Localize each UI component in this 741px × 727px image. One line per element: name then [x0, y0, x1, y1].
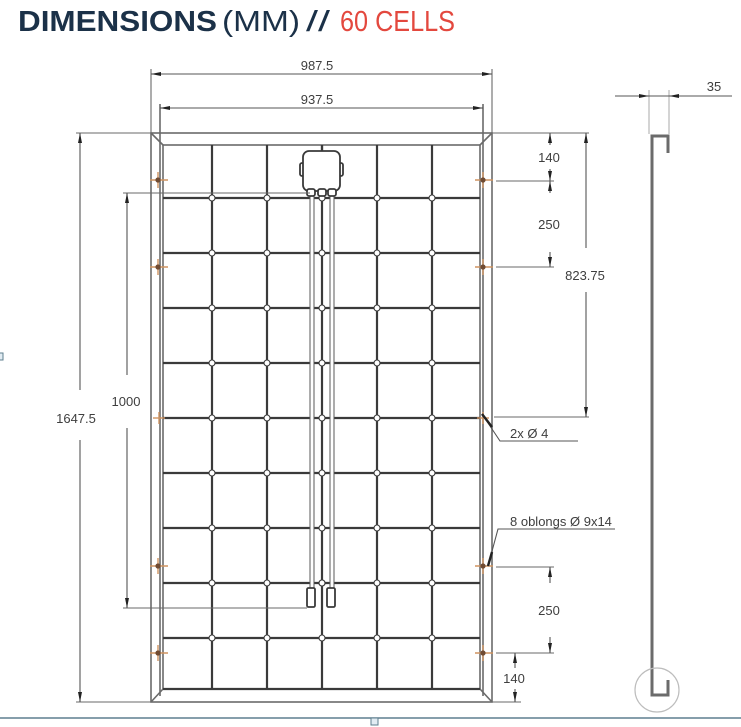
hole-marker	[475, 645, 493, 661]
hole-marker	[475, 259, 493, 275]
grid-nodes	[208, 194, 436, 642]
hole-marker	[150, 259, 168, 275]
hole-spacing-top-label: 250	[538, 217, 560, 232]
hole-marker	[153, 412, 165, 424]
frame-depth-label: 35	[707, 79, 721, 94]
center-holes-label: 2x Ø 4	[510, 426, 548, 441]
width-holes-label: 937.5	[301, 92, 334, 107]
dimension-cable-length: 1000	[112, 192, 310, 609]
mounting-holes	[150, 172, 493, 661]
title-dimensions: DIMENSIONS	[18, 6, 217, 38]
title-unit: (MM)	[222, 6, 300, 38]
hole-marker	[150, 558, 168, 574]
panel-outer-frame	[150, 132, 493, 703]
detail-circle	[634, 667, 680, 713]
hole-marker	[150, 172, 168, 188]
resize-handle-bottom[interactable]	[370, 717, 379, 726]
dimension-width-outer: 987.5	[150, 58, 493, 133]
hole-marker	[150, 645, 168, 661]
page-title: DIMENSIONS (MM) // 60 CELLS	[18, 6, 455, 38]
panel-front-view	[150, 104, 493, 703]
width-outer-label: 987.5	[301, 58, 334, 73]
hole-marker	[475, 172, 493, 188]
junction-box-body	[302, 150, 341, 192]
cable-right	[329, 192, 335, 589]
selection-frame[interactable]	[0, 352, 741, 726]
oblongs-label: 8 oblongs Ø 9x14	[510, 514, 612, 529]
title-separator: //	[306, 6, 331, 38]
resize-handle-left[interactable]	[0, 352, 4, 361]
title-cells: 60 CELLS	[340, 6, 455, 38]
right-dimensions: 140 250 823.75 2x Ø 4 8 oblongs Ø 9x14 2…	[481, 132, 615, 703]
hole-marker	[475, 558, 493, 574]
connector-left	[306, 587, 316, 608]
dimension-width-holes: 937.5	[160, 92, 483, 110]
hole-spacing-bottom-label: 250	[538, 603, 560, 618]
dimension-height-total: 1647.5	[56, 132, 151, 703]
junction-box	[299, 145, 344, 608]
top-edge-to-center-hole-label: 823.75	[565, 268, 605, 283]
bottom-edge-to-hole-label: 140	[503, 671, 525, 686]
cable-left	[309, 192, 315, 589]
connector-right	[326, 587, 336, 608]
frame-profile	[650, 134, 670, 697]
cable-length-label: 1000	[112, 394, 141, 409]
top-edge-to-hole-label: 140	[538, 150, 560, 165]
side-profile: 35	[615, 79, 732, 713]
height-total-label: 1647.5	[56, 411, 96, 426]
